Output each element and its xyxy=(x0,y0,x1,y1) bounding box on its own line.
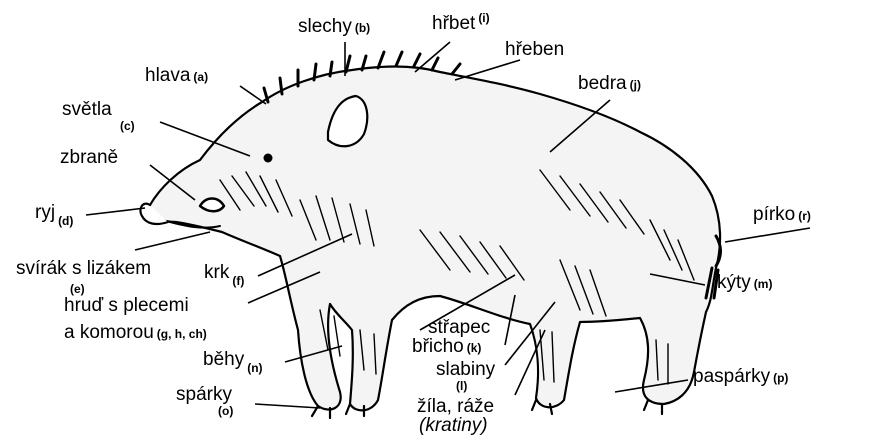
label-bedra: bedra(j) xyxy=(578,74,641,95)
label-hreben-text: hřeben xyxy=(505,39,564,60)
label-hrud-code: (g, h, ch) xyxy=(157,327,207,341)
label-hrbet: hřbet(i) xyxy=(432,14,490,35)
label-pirko: pírko(r) xyxy=(753,205,811,226)
label-bedra-code: (j) xyxy=(630,78,641,92)
label-svirak-text: svírák s lizákem xyxy=(16,258,151,279)
label-hrud-line1-text: hruď s plecemi xyxy=(64,295,189,316)
label-behy: běhy(n) xyxy=(203,350,263,371)
label-pasparky-code: (p) xyxy=(773,371,788,385)
label-hrud-line2-text: a komorou xyxy=(64,322,154,343)
label-slabiny-code: (l) xyxy=(456,380,495,392)
label-hrbet-code: (i) xyxy=(478,11,489,25)
label-bricho: břicho(k) xyxy=(412,337,481,358)
label-svirak: svírák s lizákem xyxy=(16,259,151,279)
label-hrbet-text: hřbet xyxy=(432,13,475,34)
label-sparky: spárky (o) xyxy=(176,385,233,417)
label-strapec-text: střapec xyxy=(428,317,490,338)
label-svetla-text: světla xyxy=(62,100,135,120)
label-kyty-text: kýty xyxy=(717,272,751,293)
label-zila-line2: (kratiny) xyxy=(419,416,488,436)
label-hlava-text: hlava xyxy=(145,65,190,86)
leader-sparky xyxy=(255,404,320,408)
label-zbrane: zbraně xyxy=(60,148,118,168)
label-slabiny-text: slabiny xyxy=(436,360,495,380)
label-slechy-text: slechy xyxy=(298,16,352,37)
boar-tusk xyxy=(200,199,224,212)
label-zila-line1: žíla, ráže xyxy=(417,397,494,417)
label-pasparky: paspárky(p) xyxy=(693,367,788,388)
leader-svirak xyxy=(135,232,210,250)
label-sparky-code: (o) xyxy=(218,405,233,417)
leader-pirko xyxy=(725,228,810,242)
label-slabiny: slabiny (l) xyxy=(436,360,495,392)
boar-eye xyxy=(264,154,272,162)
label-slechy-code: (b) xyxy=(355,21,370,35)
label-krk: krk(f) xyxy=(204,263,244,284)
label-ryj-text: ryj xyxy=(35,202,55,223)
label-hreben: hřeben xyxy=(505,40,564,60)
leader-hlava xyxy=(240,86,266,104)
label-strapec: střapec xyxy=(428,318,490,338)
label-pasparky-text: paspárky xyxy=(693,366,770,387)
label-svetla: světla (c) xyxy=(62,100,135,132)
label-ryj-code: (d) xyxy=(58,214,73,228)
label-svetla-code: (c) xyxy=(120,120,135,132)
label-kyty: kýty(m) xyxy=(717,273,772,294)
label-krk-code: (f) xyxy=(232,274,244,288)
label-hrud-line1: hruď s plecemi xyxy=(64,296,189,316)
label-behy-code: (n) xyxy=(247,361,262,375)
label-kyty-code: (m) xyxy=(754,277,773,291)
label-pirko-code: (r) xyxy=(798,209,811,223)
label-behy-text: běhy xyxy=(203,349,244,370)
leader-ryj xyxy=(86,208,145,215)
label-bedra-text: bedra xyxy=(578,73,627,94)
label-bricho-text: břicho xyxy=(412,336,464,357)
label-slechy: slechy(b) xyxy=(298,17,370,38)
label-bricho-code: (k) xyxy=(467,341,482,355)
label-krk-text: krk xyxy=(204,262,229,283)
label-hlava: hlava(a) xyxy=(145,66,208,87)
label-sparky-text: spárky xyxy=(176,385,233,405)
label-pirko-text: pírko xyxy=(753,204,795,225)
label-zila-line2-text: (kratiny) xyxy=(419,415,488,436)
label-hrud-line2: a komorou(g, h, ch) xyxy=(64,323,207,344)
label-hlava-code: (a) xyxy=(193,70,208,84)
label-zbrane-text: zbraně xyxy=(60,147,118,168)
label-ryj: ryj(d) xyxy=(35,203,73,224)
leader-hreben xyxy=(455,60,520,80)
label-zila-line1-text: žíla, ráže xyxy=(417,396,494,417)
